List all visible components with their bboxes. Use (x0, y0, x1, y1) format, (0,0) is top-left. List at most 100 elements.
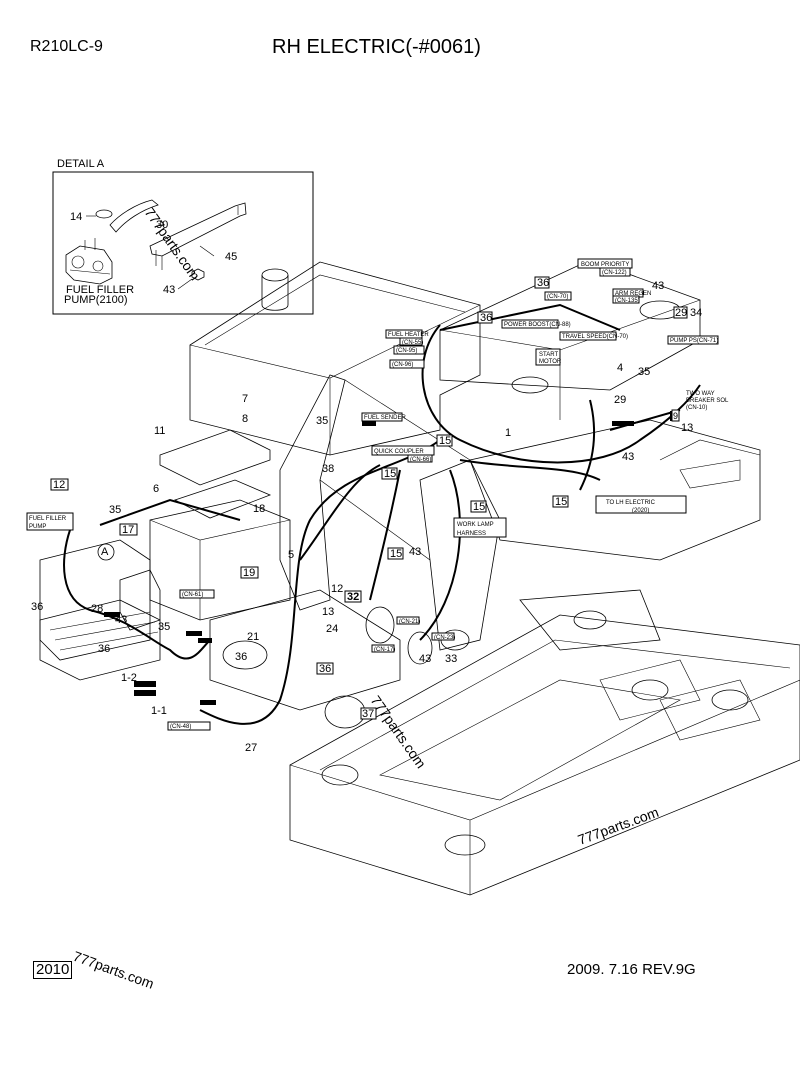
connector-label: START (539, 352, 558, 358)
callout-number: 36 (480, 312, 492, 324)
callout-number: 8 (242, 413, 248, 425)
connector-label: (2020) (632, 508, 649, 514)
detail-a-marker (97, 543, 115, 561)
callout-number: 43 (652, 280, 664, 292)
page-title: RH ELECTRIC(-#0061) (272, 36, 481, 58)
callout-numbers: 14 30 45 43 36 43 29 34 36 4 35 29 13 9 … (31, 211, 702, 754)
callout-number: 35 (109, 504, 121, 516)
connector-label: ARM REGEN (615, 291, 651, 297)
callout-number: 15 (439, 435, 451, 447)
callout-number: 29 (675, 307, 687, 319)
connector-label: (CN-135) (615, 298, 640, 304)
callout-number: 4 (617, 362, 623, 374)
battery-cover (159, 429, 271, 486)
callout-number: 6 (153, 483, 159, 495)
cap-part (95, 209, 113, 219)
callout-number: 14 (70, 211, 82, 223)
connector-label: TWO WAY (686, 391, 715, 397)
callout-number: 33 (445, 653, 457, 665)
boom-mount-right (419, 459, 501, 651)
callout-number: 9 (673, 411, 678, 421)
callout-number: 27 (245, 742, 257, 754)
wire-harness (63, 303, 701, 725)
connector-label: FUEL FILLER (29, 516, 67, 522)
connector-label: QUICK COUPLER (374, 449, 424, 455)
callout-number: 18 (253, 503, 265, 515)
right-deck (469, 419, 761, 561)
callout-number: 43 (622, 451, 634, 463)
callout-number: 17 (122, 524, 134, 536)
callout-number: 36 (537, 277, 549, 289)
connector-label: TRAVEL SPEED(CN-70) (562, 334, 628, 340)
left-step (39, 539, 151, 661)
bolt-part (191, 268, 205, 281)
callout-number: 30 (156, 219, 168, 231)
callout-number: 28 (91, 603, 103, 615)
callout-number: 13 (681, 422, 693, 434)
connector-label: TO LH ELECTRIC (606, 500, 656, 506)
callout-number: 36 (31, 601, 43, 613)
watermarks: 777parts.com 777parts.com 777parts.com 7… (71, 205, 661, 992)
connector-label: (CN-23) (434, 635, 455, 641)
connector-label: (CN-10) (686, 405, 707, 411)
watermark-text: 777parts.com (142, 205, 204, 284)
callout-number: A (101, 546, 109, 558)
boom-mount-left (279, 374, 346, 611)
connector-label: BREAKER SOL (686, 398, 729, 404)
callout-number: 43 (409, 546, 421, 558)
callout-number: 7 (242, 393, 248, 405)
page-number: 2010 (33, 961, 73, 979)
filler-neck (261, 275, 289, 311)
callout-number: 1-1 (151, 705, 167, 717)
connector-label: POWER BOOST(CN-88) (504, 322, 571, 328)
callout-number: 36 (319, 663, 331, 675)
connector-label: (CN-122) (602, 270, 627, 276)
detail-a-title: DETAIL A (57, 158, 105, 170)
callout-number: 1 (505, 427, 511, 439)
connector-label: MOTOR (539, 359, 562, 365)
callout-number: 38 (322, 463, 334, 475)
detail-a-inset: DETAIL A FUEL FILLER PUMP(2100) (52, 158, 314, 315)
pump-label-1: FUEL FILLER (66, 284, 134, 296)
watermark-text: 777parts.com (576, 804, 661, 848)
callout-number: 35 (638, 366, 650, 378)
connector-label: (CN-48) (170, 724, 191, 730)
callout-number: 15 (390, 548, 402, 560)
connector-label: (CN-61) (182, 592, 203, 598)
callout-number: 35 (158, 621, 170, 633)
callout-number: 24 (326, 623, 338, 635)
connector-labels: BOOM PRIORITY (CN-122) ARM REGEN (CN-135… (26, 258, 729, 731)
connector-label: (CN-55) (402, 340, 423, 346)
callout-number: 35 (316, 415, 328, 427)
callout-number: 45 (225, 251, 237, 263)
callout-number: 5 (288, 549, 294, 561)
connector-label: (CN-70) (547, 294, 568, 300)
callout-number: 1-2 (121, 672, 137, 684)
fuel-tank (189, 261, 481, 456)
callout-number: 36 (235, 651, 247, 663)
battery-box (149, 499, 291, 621)
connector-label: PUMP (29, 524, 46, 530)
callout-number: 43 (115, 614, 127, 626)
callout-number: 13 (322, 606, 334, 618)
pump-label-2: PUMP(2100) (64, 294, 128, 306)
connector-label: WORK LAMP (457, 522, 494, 528)
hose-part (109, 199, 159, 233)
callout-number: 21 (247, 631, 259, 643)
connector-label: (CN-17) (374, 647, 395, 653)
fuel-filler-pump (65, 238, 113, 285)
connector-label: (CN-95) (396, 348, 417, 354)
callout-number: 15 (473, 501, 485, 513)
connector-label: FUEL HEATER (388, 332, 429, 338)
pulley-part (365, 606, 395, 644)
swing-bearing (209, 589, 401, 711)
revision-date: 2009. 7.16 REV.9G (567, 961, 696, 978)
connector-label: FUEL SENDER (364, 415, 406, 421)
callout-number: 43 (163, 284, 175, 296)
callout-number: 32 (347, 591, 359, 603)
callout-number: 19 (243, 567, 255, 579)
connector-label: PUMP PS(CN-71) (670, 338, 718, 344)
callout-number: 15 (555, 496, 567, 508)
callout-number: 37 (362, 708, 374, 720)
